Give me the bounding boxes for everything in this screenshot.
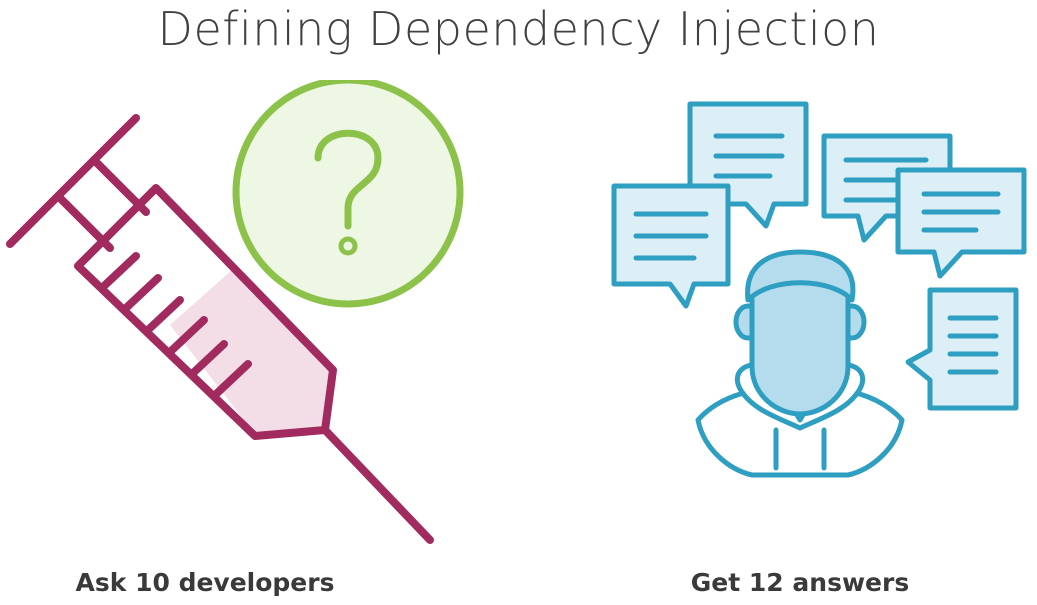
syringe-icon (6, 114, 434, 544)
speech-bubble-icon (611, 183, 731, 309)
left-caption: Ask 10 developers (75, 568, 335, 597)
question-mark-circle-icon (232, 80, 464, 308)
right-caption: Get 12 answers (690, 568, 910, 597)
slide-title: Defining Dependency Injection (157, 2, 880, 56)
speech-bubble-icon (905, 287, 1019, 411)
right-illustration (611, 101, 1027, 478)
left-illustration (6, 80, 464, 544)
person-icon (695, 249, 905, 478)
speech-bubble-icon (895, 167, 1027, 279)
